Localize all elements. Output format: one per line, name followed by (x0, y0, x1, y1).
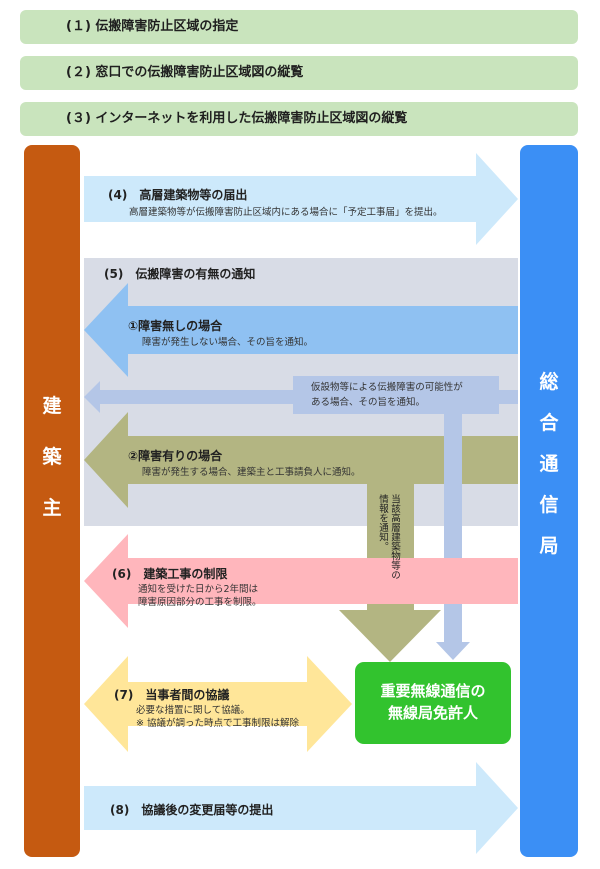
building-owner-char: 建 (42, 395, 62, 417)
forward-info-line: 情報を通知。 (377, 494, 388, 551)
bureau-pillar: 総 合 通 信 局 (520, 145, 578, 857)
bureau-char: 局 (539, 535, 559, 557)
consultation-arrow (84, 656, 352, 752)
building-owner-char: 主 (42, 497, 62, 519)
construction-restriction-arrow (84, 534, 518, 628)
no-obstacle-title: ①障害無しの場合 (128, 319, 223, 333)
bureau-char: 信 (539, 494, 559, 516)
obstacle-description: 障害が発生する場合、建築主と工事請負人に通知。 (142, 467, 361, 478)
bureau-char: 総 (539, 371, 559, 393)
change-notification-arrow (84, 762, 518, 854)
temporary-obstacle-box: 仮設物等による伝搬障害の可能性が ある場合、その旨を通知。 (293, 376, 499, 414)
step7-title: (7) 当事者間の協議 (114, 688, 230, 702)
banner-counter-inspection: (２) 窓口での伝搬障害防止区域図の縦覧 (20, 56, 578, 90)
step7-description: 必要な措置に関して協議。 (136, 705, 250, 716)
step6-title: (6) 建築工事の制限 (112, 567, 228, 581)
forward-info-text: 当該高層建築物等の 情報を通知。 (376, 494, 400, 580)
license-holder-box: 重要無線通信の 無線局免許人 (355, 662, 511, 744)
license-holder-line: 無線局免許人 (387, 704, 478, 722)
bureau-char: 通 (539, 453, 559, 475)
license-holder-line: 重要無線通信の (380, 682, 486, 700)
step6-description: 通知を受けた日から2年間は (138, 584, 259, 595)
forward-info-line: 当該高層建築物等の (389, 494, 400, 580)
banner-internet-inspection: (３) インターネットを利用した伝搬障害防止区域図の縦覧 (20, 102, 578, 136)
obstacle-title: ②障害有りの場合 (128, 449, 223, 463)
bureau-char: 合 (539, 412, 559, 434)
temporary-obstacle-line: 仮設物等による伝搬障害の可能性が (311, 382, 463, 393)
step4-title: (4) 高層建築物等の届出 (108, 188, 248, 202)
no-obstacle-arrow (84, 283, 518, 377)
step8-title: (8) 協議後の変更届等の提出 (110, 803, 274, 817)
step7-note: ※ 協議が調った時点で工事制限は解除 (136, 718, 299, 729)
banner-designation: (１) 伝搬障害防止区域の指定 (20, 10, 578, 44)
step6-description: 障害原因部分の工事を制限。 (138, 597, 262, 608)
notification-arrow (84, 153, 518, 245)
building-owner-pillar: 建 築 主 (24, 145, 80, 857)
temporary-obstacle-line: ある場合、その旨を通知。 (311, 397, 426, 408)
step4-description: 高層建築物等が伝搬障害防止区域内にある場合に「予定工事届」を提出。 (129, 207, 443, 218)
no-obstacle-description: 障害が発生しない場合、その旨を通知。 (142, 337, 314, 348)
step5-title: (5) 伝搬障害の有無の通知 (104, 267, 256, 281)
building-owner-char: 築 (42, 446, 62, 468)
